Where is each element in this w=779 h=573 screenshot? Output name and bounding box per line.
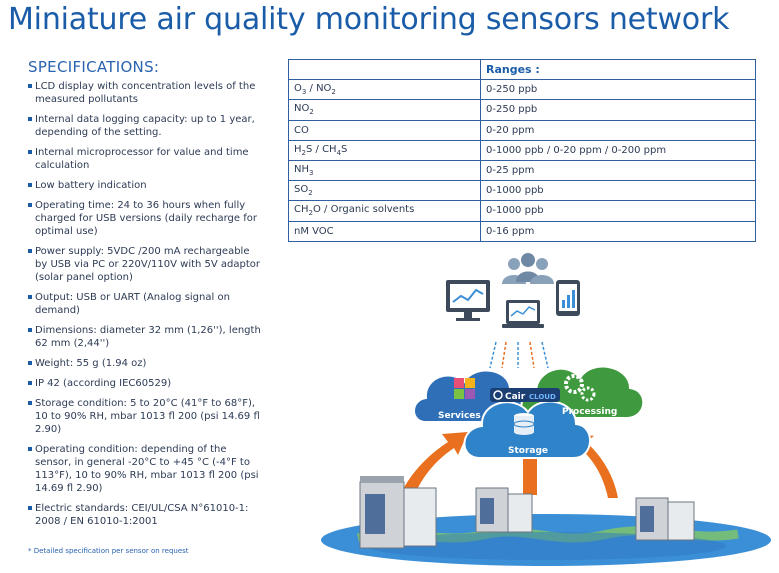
gas-cell: O3 / NO2: [288, 79, 481, 101]
gas-text: O / Organic solvents: [312, 204, 415, 216]
station-cabinet-icon: [359, 476, 437, 549]
range-cell: 0-1000 ppb: [480, 200, 756, 222]
bullet-icon: [28, 249, 32, 253]
bullet-icon: [28, 183, 32, 187]
range-cell: 0-20 ppm: [480, 119, 756, 141]
gas-text: S: [341, 143, 348, 155]
gas-text: / NO: [306, 83, 332, 95]
spec-item: Output: USB or UART (Analog signal on de…: [28, 291, 264, 317]
gas-subscript: 2: [308, 189, 313, 198]
gas-cell: NH3: [288, 159, 481, 182]
spec-item: IP 42 (according IEC60529): [28, 377, 264, 390]
table-row: CO 0-20 ppm: [288, 119, 756, 141]
spec-item: LCD display with concentration levels of…: [28, 80, 264, 106]
spec-item: Low battery indication: [28, 179, 264, 192]
station-cabinet-icon: [475, 487, 533, 533]
monitor-chart-icon: [446, 280, 490, 321]
bullet-icon: [28, 381, 32, 385]
table-header-row: Ranges :: [288, 58, 756, 81]
gas-subscript: 2: [301, 148, 306, 157]
services-label: Services: [438, 411, 481, 421]
bullet-icon: [28, 203, 32, 207]
gas-cell: NO2: [288, 99, 481, 121]
range-cell: 0-1000 ppb: [480, 180, 756, 202]
laptop-chart-icon: [502, 300, 544, 328]
spec-item: Operating time: 24 to 36 hours when full…: [28, 199, 264, 238]
range-cell: 0-16 ppm: [480, 220, 756, 242]
gas-text: CO: [294, 124, 309, 136]
gas-cell: CH2O / Organic solvents: [288, 200, 481, 222]
tablet-chart-icon: [556, 280, 580, 316]
puzzle-icon: [454, 378, 475, 399]
spec-item: Internal data logging capacity: up to 1 …: [28, 113, 264, 139]
gas-text: CH: [294, 204, 309, 216]
spec-item: Electric standards: CEI/UL/CSA N°61010-1…: [28, 502, 264, 528]
gas-text: SO: [294, 184, 309, 196]
brand-suffix: CLOUD: [529, 393, 556, 401]
gas-text: NO: [294, 103, 310, 115]
page-title: Miniature air quality monitoring sensors…: [8, 2, 730, 37]
gas-subscript: 2: [309, 108, 314, 117]
gas-subscript: 3: [301, 88, 307, 97]
gas-text: S / CH: [306, 143, 337, 155]
bullet-icon: [28, 328, 32, 332]
gas-cell: nM VOC: [288, 220, 481, 242]
gears-icon: [564, 374, 596, 402]
spec-item: Weight: 55 g (1.94 oz): [28, 357, 264, 370]
bullet-icon: [28, 84, 32, 88]
bullet-icon: [28, 150, 32, 154]
gas-cell: SO2: [288, 180, 481, 202]
data-flow-arrows: [489, 341, 549, 369]
spec-item: Power supply: 5VDC /200 mA rechargeable …: [28, 245, 264, 284]
processing-label: Processing: [562, 407, 617, 417]
bullet-icon: [28, 401, 32, 405]
gas-text: nM VOC: [294, 225, 334, 237]
range-cell: 0-1000 ppb / 0-20 ppm / 0-200 ppm: [480, 139, 756, 161]
gas-cell: CO: [288, 119, 481, 141]
footnote: * Detailed specification per sensor on r…: [28, 547, 189, 555]
specifications-list: LCD display with concentration levels of…: [28, 80, 264, 535]
spec-item: Storage condition: 5 to 20°C (41°F to 68…: [28, 397, 264, 436]
bullet-icon: [28, 361, 32, 365]
range-cell: 0-250 ppb: [480, 79, 756, 101]
brand-badge: Cair CLOUD: [490, 388, 560, 402]
gas-subscript: 2: [308, 209, 313, 218]
station-cabinet-icon: [635, 497, 695, 541]
header-cell-gas: [288, 58, 481, 81]
gas-subscript: 3: [309, 169, 314, 178]
gas-subscript: 4: [336, 148, 342, 157]
header-cell-ranges: Ranges :: [480, 58, 756, 81]
gas-cell: H2S / CH4S: [288, 139, 481, 161]
table-row: nM VOC 0-16 ppm: [288, 220, 756, 242]
brand-prefix: Cair: [505, 392, 526, 402]
spec-item: Internal microprocessor for value and ti…: [28, 146, 264, 172]
cloud-network-diagram: Services Processing Storage Cair CLOUD: [318, 250, 776, 568]
range-cell: 0-250 ppb: [480, 99, 756, 121]
storage-label: Storage: [508, 446, 548, 456]
range-cell: 0-25 ppm: [480, 159, 756, 182]
spec-item: Operating condition: depending of the se…: [28, 443, 264, 495]
gas-text: H: [294, 143, 302, 155]
bullet-icon: [28, 506, 32, 510]
bullet-icon: [28, 295, 32, 299]
gas-subscript: 2: [331, 88, 336, 97]
database-icon: [513, 413, 535, 435]
bullet-icon: [28, 117, 32, 121]
specifications-heading: SPECIFICATIONS:: [28, 58, 160, 76]
gas-text: O: [294, 83, 302, 95]
gas-text: NH: [294, 164, 309, 176]
bullet-icon: [28, 447, 32, 451]
spec-item: Dimensions: diameter 32 mm (1,26''), len…: [28, 324, 264, 350]
users-group-icon: [502, 253, 554, 284]
